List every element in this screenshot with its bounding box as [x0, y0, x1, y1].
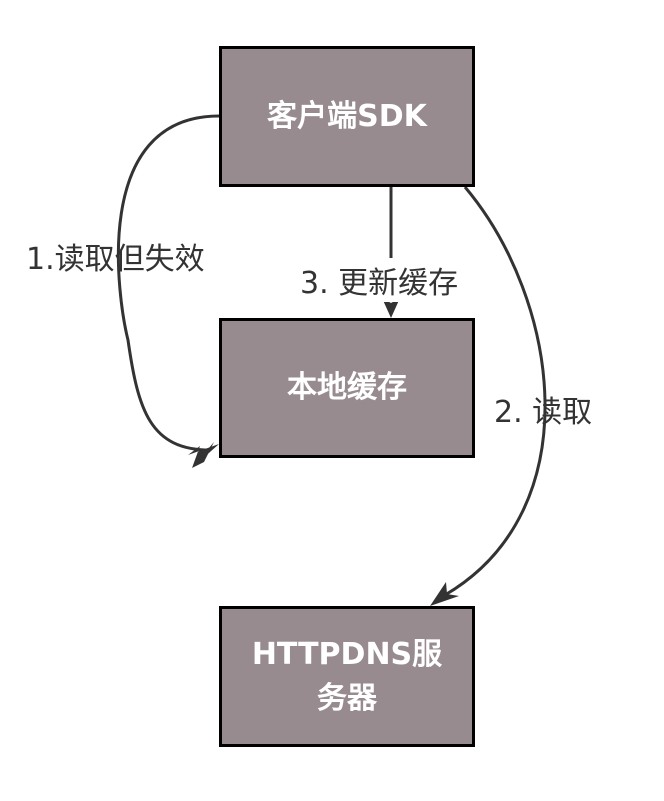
httpdns-server-node: HTTPDNS服务器 — [219, 606, 475, 747]
edge-read-arrowhead — [430, 582, 459, 606]
local-cache-node: 本地缓存 — [219, 318, 475, 458]
edge-read-fail-arrowhead-tip — [192, 442, 214, 468]
edge-read-fail — [116, 114, 220, 452]
edge-label-update-cache: 3. 更新缓存 — [298, 258, 461, 302]
edge-read — [444, 186, 547, 597]
httpdns-server-label: HTTPDNS服务器 — [251, 636, 443, 716]
edge-label-read: 2. 读取 — [494, 395, 593, 430]
client-sdk-node: 客户端SDK — [219, 46, 475, 187]
client-sdk-label: 客户端SDK — [267, 98, 427, 134]
local-cache-label: 本地缓存 — [287, 370, 407, 405]
edge-update-cache-arrowhead — [382, 298, 400, 318]
edge-label-read-fail: 1.读取但失效 — [26, 242, 205, 277]
